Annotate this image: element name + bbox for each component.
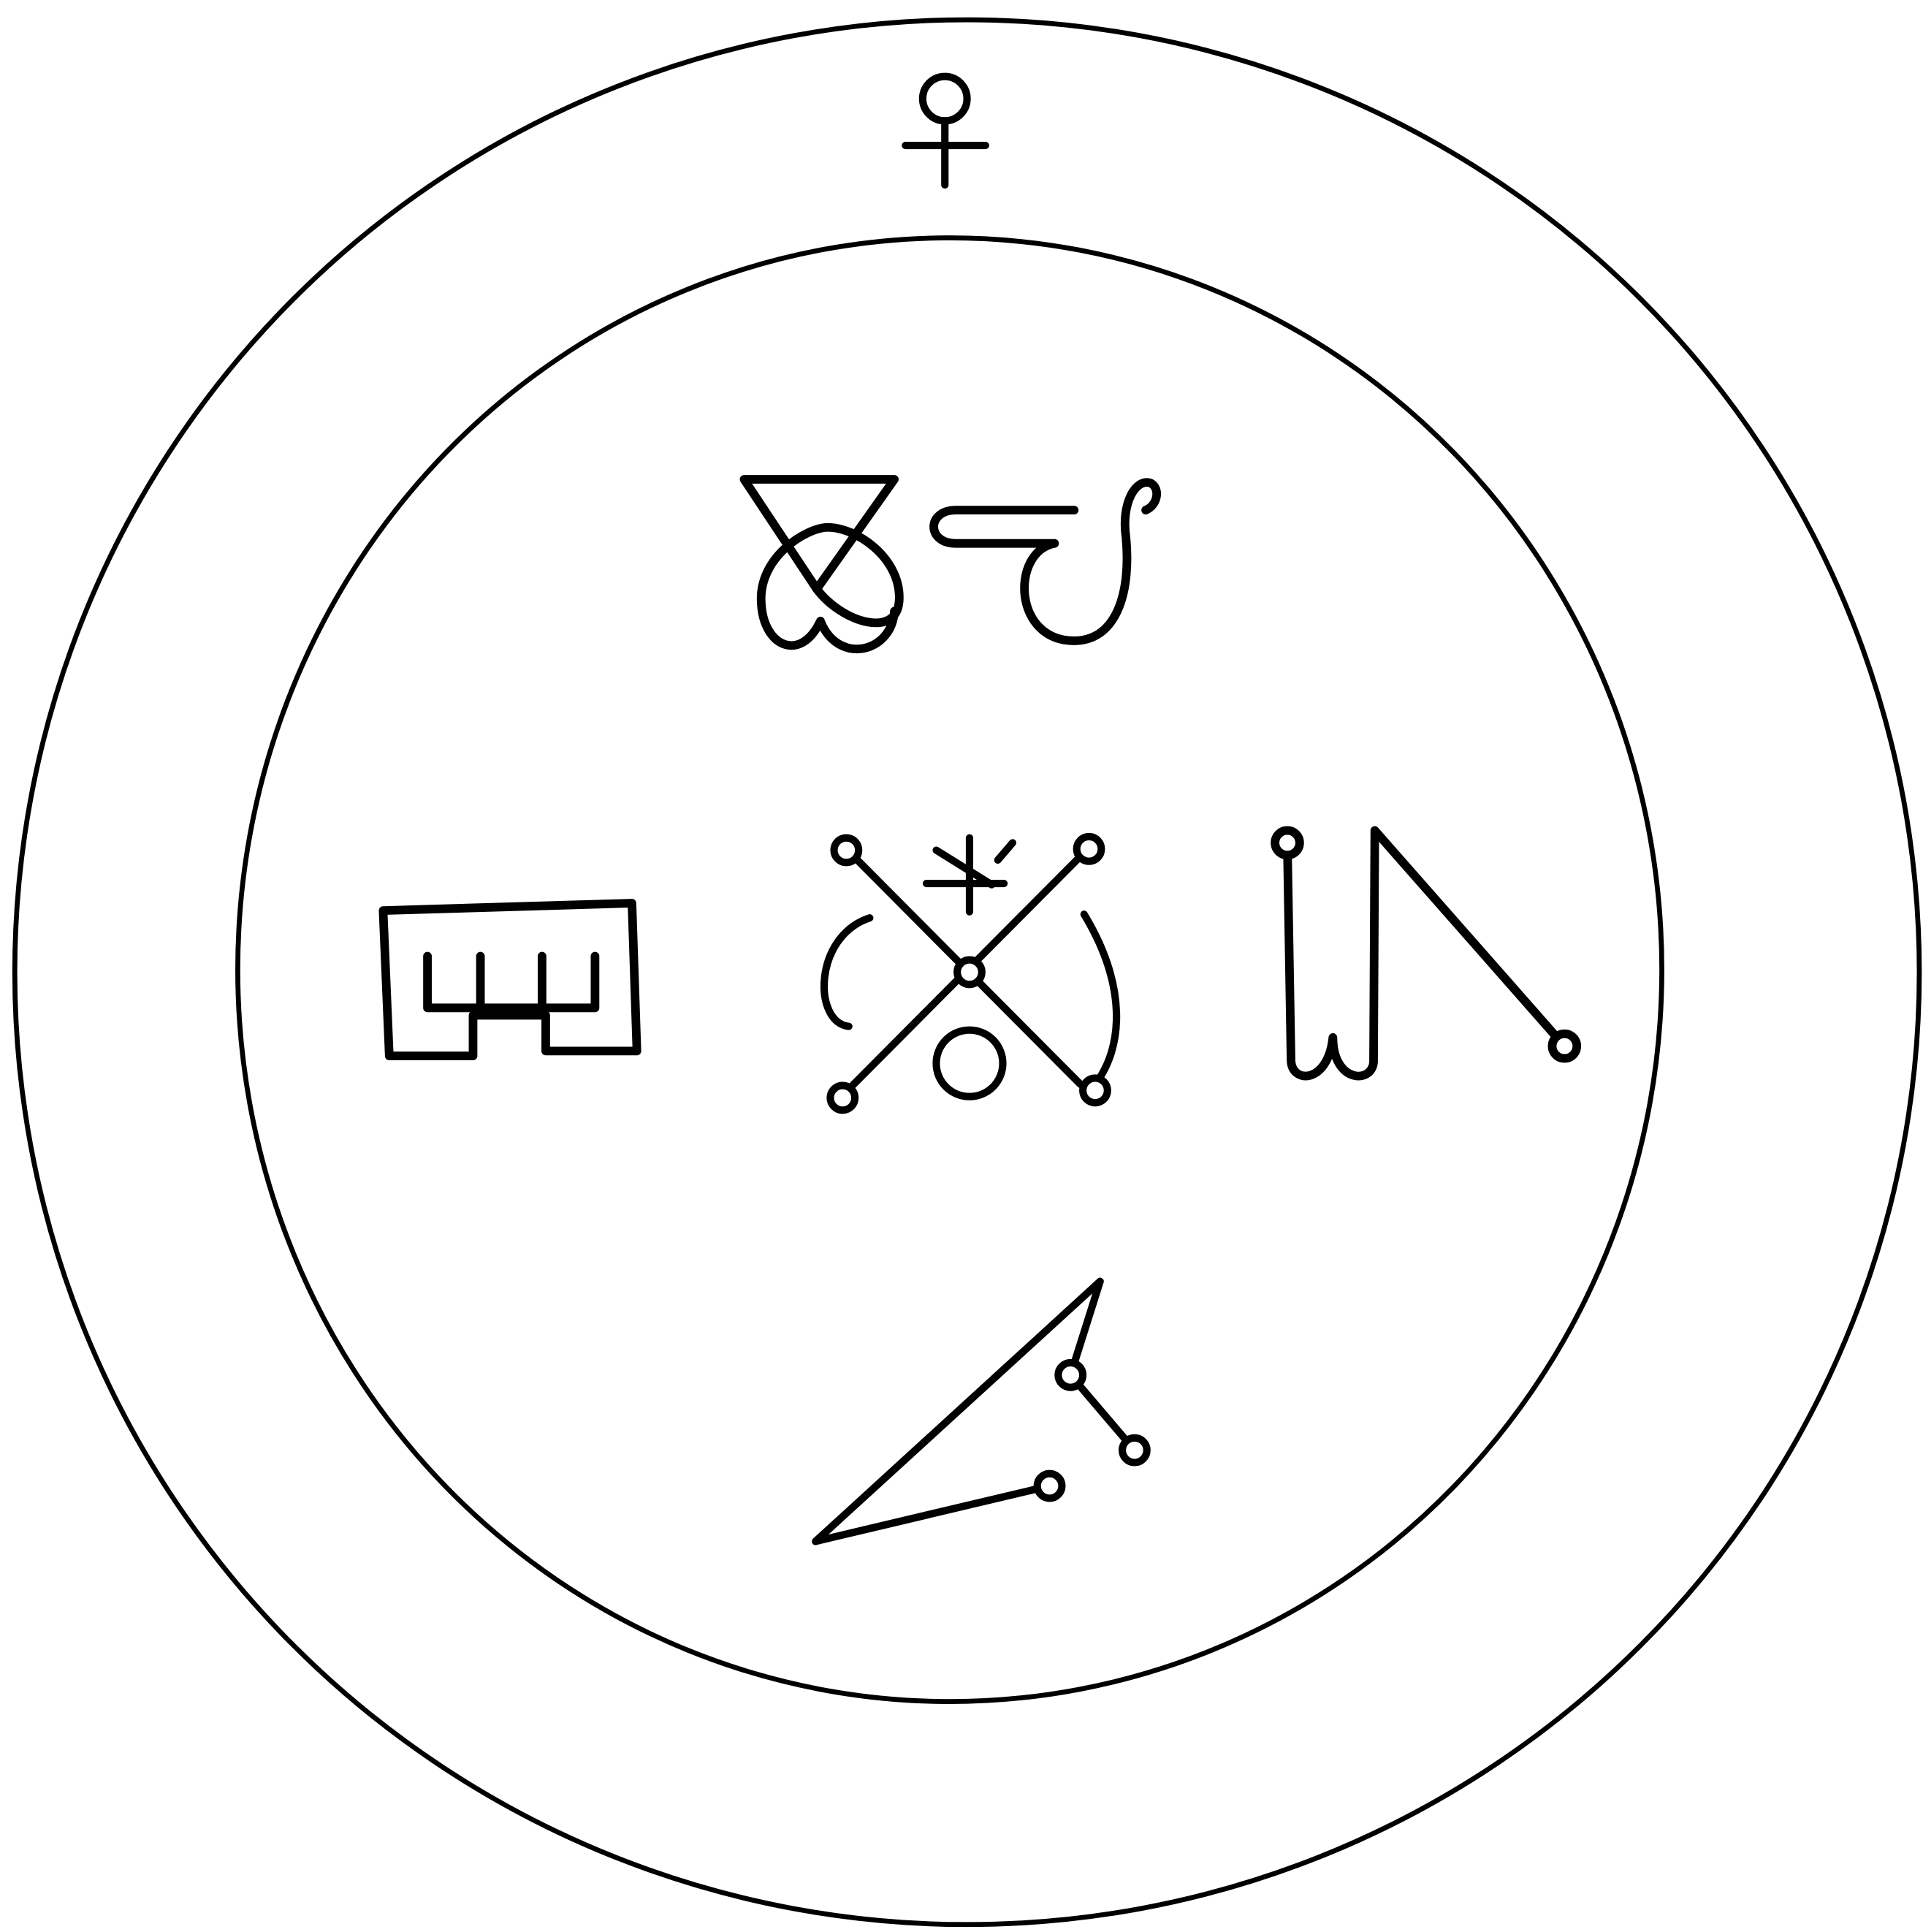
- triangle-bottom-sigil-icon: [815, 1282, 1147, 1542]
- hooked-line-sigil-icon: [1275, 831, 1577, 1076]
- boxed-trident-sigil-icon: [383, 903, 636, 1056]
- inner-ring: [237, 238, 1661, 1702]
- venus-symbol-icon: [905, 77, 986, 185]
- inverted-triangle-heart-sigil-icon: [744, 479, 899, 649]
- hooked-scroll-sigil-icon: [934, 482, 1157, 641]
- crossed-lines-center-sigil-icon: [824, 837, 1116, 1110]
